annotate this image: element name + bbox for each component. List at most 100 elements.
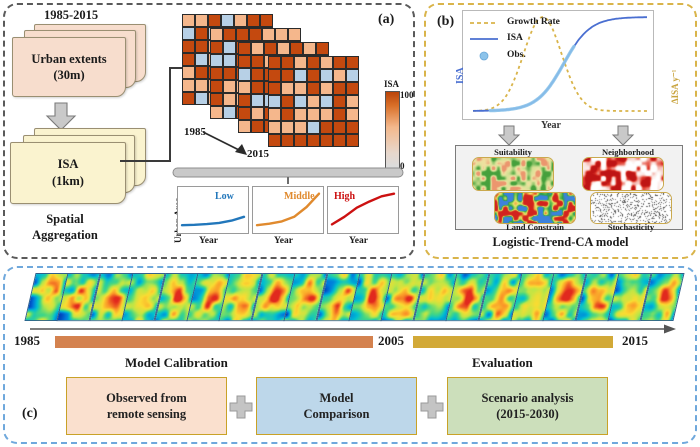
raster-cell: [238, 107, 251, 120]
raster-cell: [223, 67, 236, 80]
workflow-box-model-comparison[interactable]: Model Comparison: [256, 377, 417, 435]
component-label-land-constrain: Land Constrain: [506, 222, 564, 232]
urban-extents-sheet-front: Urban extents (30m): [12, 37, 126, 97]
raster-cell: [333, 82, 346, 95]
raster-cell: [251, 68, 264, 81]
raster-cell: [307, 121, 320, 134]
raster-cell: [210, 28, 223, 41]
raster-cell: [277, 42, 290, 55]
raster-cell: [275, 28, 288, 41]
timeline-start-year: 1985: [14, 333, 40, 348]
raster-cell: [333, 108, 346, 121]
trend-chart-high: [327, 186, 399, 234]
logistic-curve-svg: [472, 16, 647, 113]
workflow-box-observed-line2: remote sensing: [106, 407, 187, 421]
urban-extents-label-1: Urban extents: [31, 52, 107, 66]
raster-cell: [346, 95, 359, 108]
raster-cell: [247, 14, 260, 27]
raster-cell: [290, 42, 303, 55]
raster-cell: [249, 28, 262, 41]
raster-cell: [208, 14, 221, 27]
grid-start-year: 1985: [184, 126, 206, 138]
component-tile-land-constrain: [494, 192, 576, 224]
component-map-canvas: [495, 193, 575, 223]
urban-extents-label-2: (30m): [53, 68, 85, 82]
trend-curve: [180, 215, 246, 227]
isa-label-1: ISA: [57, 157, 79, 171]
raster-cell: [182, 27, 195, 40]
raster-cell: [262, 28, 275, 41]
time-direction-arrow-icon: [202, 131, 251, 158]
model-input-arrow-right-icon: [611, 125, 635, 146]
workflow-box-scenario-analysis[interactable]: Scenario analysis (2015-2030): [447, 377, 608, 435]
raster-cell: [288, 28, 301, 41]
raster-cell: [303, 42, 316, 55]
raster-cell: [281, 56, 294, 69]
trend-chart-middle: [252, 186, 324, 234]
raster-cell: [182, 14, 195, 27]
raster-cell: [251, 81, 264, 94]
raster-cell: [195, 40, 208, 53]
colorbar-title: ISA: [384, 79, 400, 89]
component-tile-stochasticity: [590, 192, 672, 224]
raster-cell: [346, 56, 359, 69]
panel-b-label: (b): [437, 14, 455, 29]
timeline-mid-year: 2005: [378, 333, 404, 348]
raster-cell: [294, 82, 307, 95]
raster-cell: [234, 14, 247, 27]
period-label: 1985-2015: [44, 8, 99, 22]
raster-cell: [333, 56, 346, 69]
workflow-box-observed[interactable]: Observed from remote sensing: [66, 377, 227, 435]
legend-obs: Obs.: [507, 50, 526, 60]
chart-left-axis-label: ISA: [455, 67, 466, 84]
raster-cell: [195, 92, 208, 105]
raster-cell: [268, 134, 281, 147]
isa-colorbar: [385, 91, 400, 171]
raster-cell: [333, 69, 346, 82]
raster-cell: [294, 69, 307, 82]
raster-cell: [268, 69, 281, 82]
raster-cell: [268, 56, 281, 69]
legend-isa: ISA: [507, 33, 523, 43]
plus-connector-1-icon: [229, 395, 253, 419]
trend-chart-high-title: High: [334, 191, 356, 202]
raster-grid-layer: [268, 56, 359, 147]
timeline-label-evaluation: Evaluation: [472, 355, 533, 370]
component-tile-neighborhood: [582, 157, 664, 191]
colorbar-min: 0: [400, 161, 405, 171]
component-map-canvas: [591, 193, 671, 223]
trend-chart-middle-title: Middle: [284, 191, 315, 202]
raster-cell: [268, 121, 281, 134]
workflow-box-model-comparison-line1: Model: [319, 391, 354, 405]
raster-cell: [281, 82, 294, 95]
isa-stack: ISA (1km): [8, 128, 153, 210]
component-label-stochasticity: Stochasticity: [607, 222, 655, 232]
isa-label-2: (1km): [52, 174, 84, 188]
raster-cell: [238, 120, 251, 133]
raster-cell: [182, 66, 195, 79]
raster-cell: [210, 54, 223, 67]
timeline-end-year: 2015: [622, 333, 648, 348]
raster-cell: [346, 82, 359, 95]
raster-cell: [210, 106, 223, 119]
aggregation-caption-2: Aggregation: [32, 228, 98, 242]
raster-cell: [268, 82, 281, 95]
raster-cell: [307, 134, 320, 147]
legend-growth-rate: Growth Rate: [507, 17, 560, 27]
panel-a: [3, 3, 415, 259]
raster-cell: [210, 80, 223, 93]
raster-cell: [264, 42, 277, 55]
workflow-box-model-comparison-line2: Comparison: [303, 407, 370, 421]
raster-cell: [294, 121, 307, 134]
raster-cell: [281, 69, 294, 82]
raster-cell: [195, 14, 208, 27]
raster-cell: [221, 14, 234, 27]
raster-cell: [333, 95, 346, 108]
workflow-box-observed-line1: Observed from: [106, 391, 187, 405]
workflow-box-scenario-line2: (2015-2030): [496, 407, 559, 421]
raster-cell: [182, 40, 195, 53]
component-map-canvas: [473, 158, 553, 190]
annual-raster-strip: [24, 273, 685, 321]
chart-xaxis-label: Year: [541, 120, 561, 131]
